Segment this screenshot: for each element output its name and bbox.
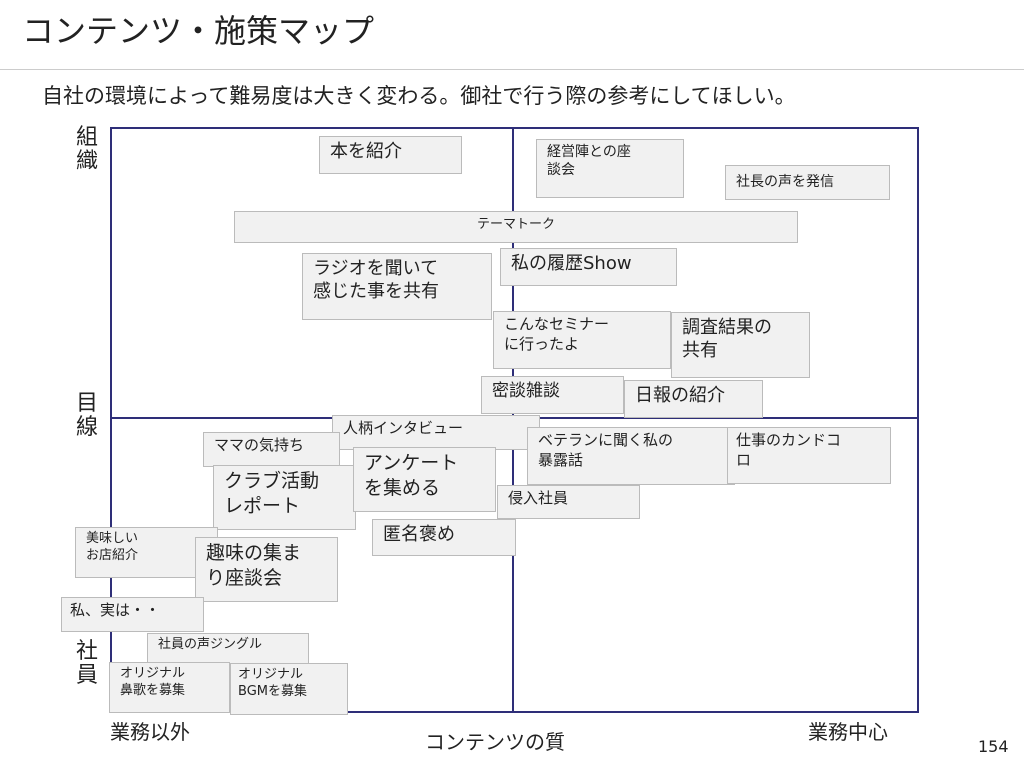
axis-label-right: 業務中心 — [808, 720, 888, 744]
page-number: 154 — [978, 737, 1009, 756]
axis-label-bottom: 社員 — [76, 639, 99, 688]
map-item: 本を紹介 — [319, 136, 462, 174]
axis-label-center: コンテンツの質 — [425, 730, 565, 754]
map-item: 美味しい お店紹介 — [75, 527, 218, 578]
map-item: ママの気持ち — [203, 432, 340, 467]
map-item: 侵入社員 — [497, 485, 640, 519]
map-item: 匿名褒め — [372, 519, 516, 556]
map-item: ベテランに聞く私の 暴露話 — [527, 427, 735, 485]
map-item: ラジオを聞いて 感じた事を共有 — [302, 253, 492, 320]
axis-label-left: 業務以外 — [110, 720, 190, 744]
map-item: 趣味の集ま り座談会 — [195, 537, 338, 602]
map-item: 社長の声を発信 — [725, 165, 890, 200]
subtitle: 自社の環境によって難易度は大きく変わる。御社で行う際の参考にしてほしい。 — [42, 84, 796, 108]
map-item: 日報の紹介 — [624, 380, 763, 418]
map-item: 人柄インタビュー — [332, 415, 540, 450]
axis-label-top: 組織 — [76, 125, 99, 174]
map-item: 私、実は・・ — [61, 597, 204, 632]
map-item: テーマトーク — [234, 211, 798, 243]
axis-label-middle: 目線 — [76, 391, 99, 440]
map-item: こんなセミナー に行ったよ — [493, 311, 671, 369]
map-item: 仕事のカンドコ ロ — [727, 427, 891, 484]
page-title: コンテンツ・施策マップ — [22, 12, 375, 50]
map-item: オリジナル 鼻歌を募集 — [109, 662, 230, 713]
matrix-frame — [110, 127, 919, 713]
map-item: 経営陣との座 談会 — [536, 139, 684, 198]
map-item: オリジナル BGMを募集 — [230, 663, 348, 715]
map-item: 密談雑談 — [481, 376, 624, 414]
map-item: 私の履歴Show — [500, 248, 677, 286]
map-item: クラブ活動 レポート — [213, 465, 356, 530]
title-divider — [0, 69, 1024, 70]
map-item: 調査結果の 共有 — [671, 312, 810, 378]
map-item: 社員の声ジングル — [147, 633, 309, 665]
map-item: アンケート を集める — [353, 447, 496, 512]
